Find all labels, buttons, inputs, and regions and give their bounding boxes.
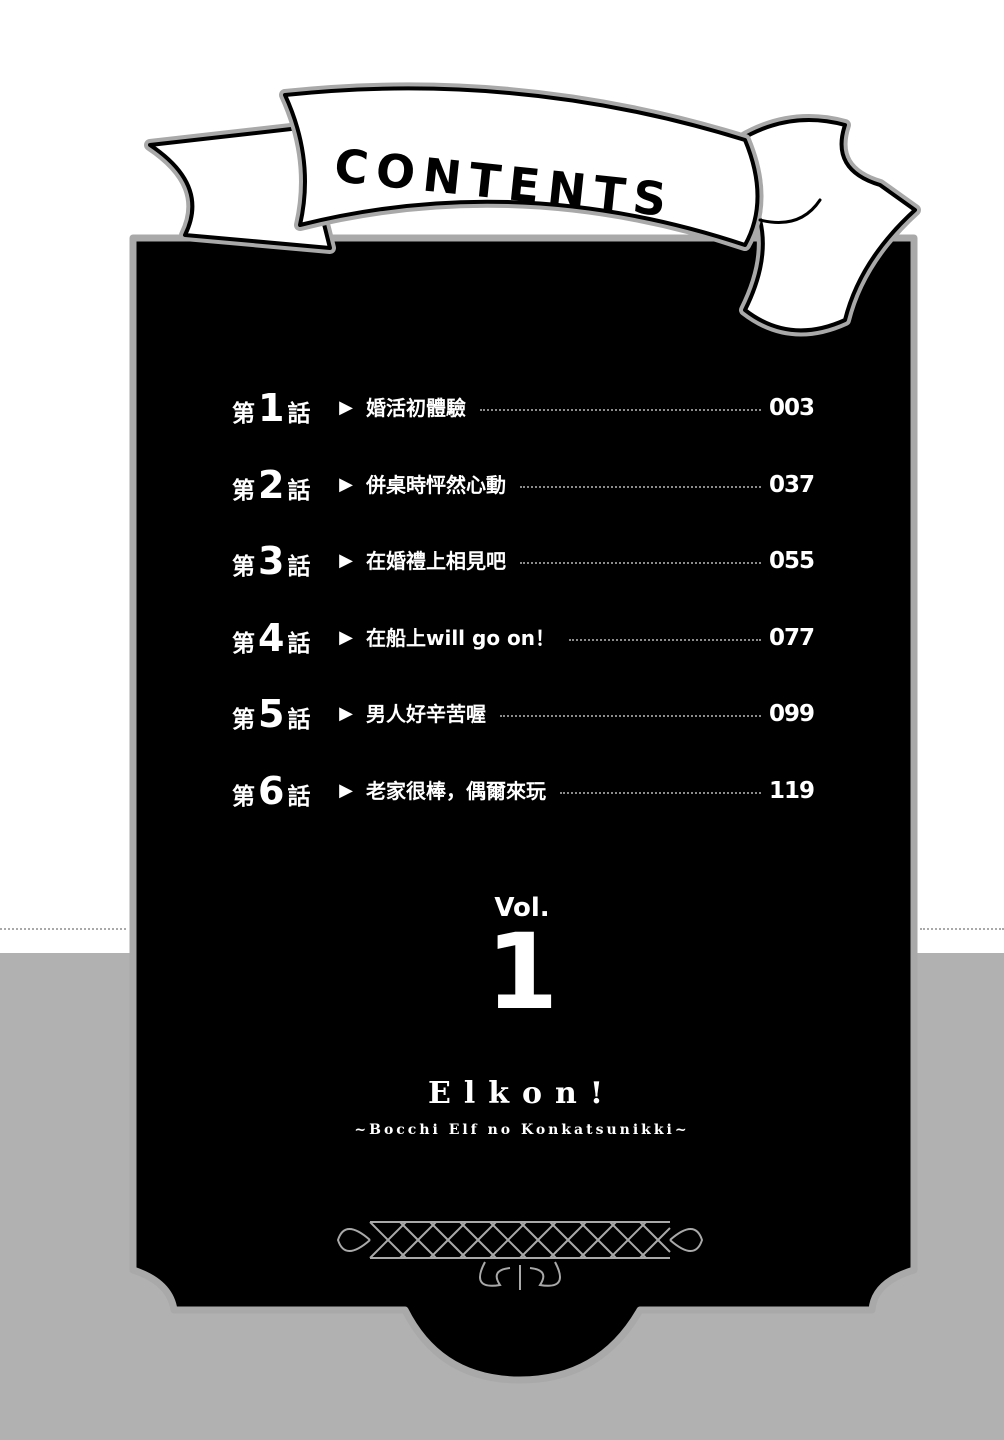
chapter-suffix: 話 <box>287 783 311 810</box>
toc-entry[interactable]: 第 5 話 ▶ 男人好辛苦喔 099 <box>232 694 815 771</box>
chapter-number: 2 <box>258 462 284 507</box>
dotted-leader <box>500 715 761 718</box>
play-arrow-icon: ▶ <box>339 626 353 648</box>
chapter-title: 男人好辛苦喔 <box>366 702 486 727</box>
chapter-suffix: 話 <box>287 630 311 657</box>
dotted-leader <box>520 485 761 488</box>
chapter-title: 老家很棒，偶爾來玩 <box>366 778 546 803</box>
play-arrow-icon: ▶ <box>339 703 353 725</box>
chapter-number: 5 <box>258 692 284 737</box>
chapter-prefix: 第 <box>232 477 255 504</box>
toc-entry[interactable]: 第 4 話 ▶ 在船上will go on！ 077 <box>232 618 815 695</box>
dotted-leader <box>520 562 761 565</box>
chapter-label: 第 6 話 <box>232 771 328 817</box>
chapter-title: 婚活初體驗 <box>366 396 466 420</box>
panel-shape <box>129 234 918 1384</box>
toc-entry[interactable]: 第 1 話 ▶ 婚活初體驗 003 <box>232 388 815 465</box>
dotted-leader <box>480 409 761 411</box>
chapter-label: 第 1 話 <box>232 388 328 434</box>
chapter-number: 3 <box>258 539 284 584</box>
play-arrow-icon: ▶ <box>339 473 353 495</box>
chapter-page-number: 099 <box>768 701 815 728</box>
lattice-ornament <box>336 1221 704 1290</box>
play-arrow-icon: ▶ <box>339 397 353 418</box>
toc-entry[interactable]: 第 3 話 ▶ 在婚禮上相見吧 055 <box>232 541 815 618</box>
chapter-title: 在婚禮上相見吧 <box>366 549 506 574</box>
chapter-number: 1 <box>258 386 284 430</box>
dotted-guide-right <box>920 928 1004 930</box>
table-of-contents: 第 1 話 ▶ 婚活初體驗 003 第 2 話 ▶ 併桌時怦然心動 037 第 … <box>232 388 815 848</box>
chapter-prefix: 第 <box>232 783 255 810</box>
series-title: Elkon! <box>427 1076 617 1111</box>
chapter-suffix: 話 <box>287 401 311 427</box>
chapter-prefix: 第 <box>232 554 255 581</box>
chapter-title: 在船上will go on！ <box>366 625 556 650</box>
dotted-leader <box>569 638 761 641</box>
chapter-number: 6 <box>258 768 284 813</box>
chapter-suffix: 話 <box>287 477 311 504</box>
play-arrow-icon: ▶ <box>339 550 353 572</box>
volume-number: 1 <box>485 911 559 1033</box>
chapter-page-number: 119 <box>768 777 815 804</box>
chapter-label: 第 3 話 <box>232 541 328 587</box>
chapter-label: 第 4 話 <box>232 618 328 664</box>
chapter-page-number: 037 <box>768 471 815 498</box>
chapter-label: 第 2 話 <box>232 465 328 511</box>
chapter-title: 併桌時怦然心動 <box>366 472 506 497</box>
volume-label: Vol. <box>494 893 550 923</box>
chapter-prefix: 第 <box>232 401 255 427</box>
chapter-page-number: 003 <box>768 395 815 421</box>
dotted-guide-left <box>0 928 126 930</box>
chapter-number: 4 <box>258 615 284 660</box>
chapter-page-number: 077 <box>768 624 815 651</box>
series-subtitle: ~Bocchi Elf no Konkatsunikki~ <box>354 1122 690 1138</box>
chapter-label: 第 5 話 <box>232 694 328 740</box>
chapter-page-number: 055 <box>768 548 815 575</box>
chapter-suffix: 話 <box>287 554 311 581</box>
chapter-suffix: 話 <box>287 707 311 734</box>
chapter-prefix: 第 <box>232 707 255 734</box>
play-arrow-icon: ▶ <box>339 779 353 801</box>
toc-entry[interactable]: 第 2 話 ▶ 併桌時怦然心動 037 <box>232 465 815 542</box>
dotted-leader <box>560 791 761 794</box>
toc-entry[interactable]: 第 6 話 ▶ 老家很棒，偶爾來玩 119 <box>232 771 815 848</box>
ribbon-banner <box>144 82 921 337</box>
chapter-prefix: 第 <box>232 630 255 657</box>
